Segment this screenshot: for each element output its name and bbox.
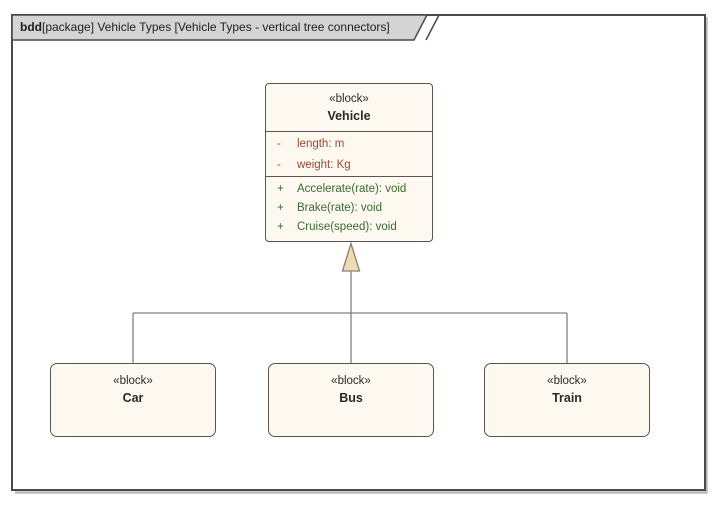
bus-name: Bus (339, 391, 363, 405)
generalization-connector (132, 271, 568, 363)
train-stereotype: «block» (547, 375, 587, 387)
bus-stereotype: «block» (331, 375, 371, 387)
vehicle-name: Vehicle (327, 109, 371, 123)
operation-visibility: + (277, 221, 284, 233)
block-vehicle[interactable]: «block» Vehicle - length: m - weight: Kg… (265, 83, 433, 242)
car-name: Car (122, 391, 144, 405)
attribute-text: weight: Kg (297, 159, 351, 171)
frame-tab-keyword: bdd (20, 20, 42, 34)
diagram-frame-tab-fold-line (425, 14, 440, 41)
attribute-row: - length: m (266, 134, 432, 155)
operation-text: Cruise(speed): void (297, 221, 397, 233)
attribute-visibility: - (277, 138, 281, 150)
operation-visibility: + (277, 202, 284, 214)
operation-text: Brake(rate): void (297, 202, 383, 214)
block-bus[interactable]: «block» Bus (268, 363, 434, 437)
block-train[interactable]: «block» Train (484, 363, 650, 437)
generalization-arrowhead[interactable] (341, 241, 361, 272)
vehicle-attributes-compartment: - length: m - weight: Kg (266, 132, 432, 177)
attribute-visibility: - (277, 159, 281, 171)
operation-row: + Accelerate(rate): void (266, 180, 432, 199)
vehicle-name-compartment: «block» Vehicle (266, 84, 432, 132)
operation-visibility: + (277, 183, 284, 195)
operation-row: + Brake(rate): void (266, 199, 432, 218)
frame-tab-text: [package] Vehicle Types [Vehicle Types -… (42, 20, 390, 34)
frame-tab-label: bdd[package] Vehicle Types [Vehicle Type… (20, 15, 390, 40)
vehicle-stereotype: «block» (329, 93, 369, 105)
train-name: Train (552, 391, 582, 405)
operation-text: Accelerate(rate): void (297, 183, 407, 195)
vehicle-operations-compartment: + Accelerate(rate): void + Brake(rate): … (266, 177, 432, 237)
car-stereotype: «block» (113, 375, 153, 387)
attribute-text: length: m (297, 138, 345, 150)
operation-row: + Cruise(speed): void (266, 218, 432, 237)
diagram-frame-tab (11, 14, 429, 41)
block-car[interactable]: «block» Car (50, 363, 216, 437)
attribute-row: - weight: Kg (266, 155, 432, 176)
